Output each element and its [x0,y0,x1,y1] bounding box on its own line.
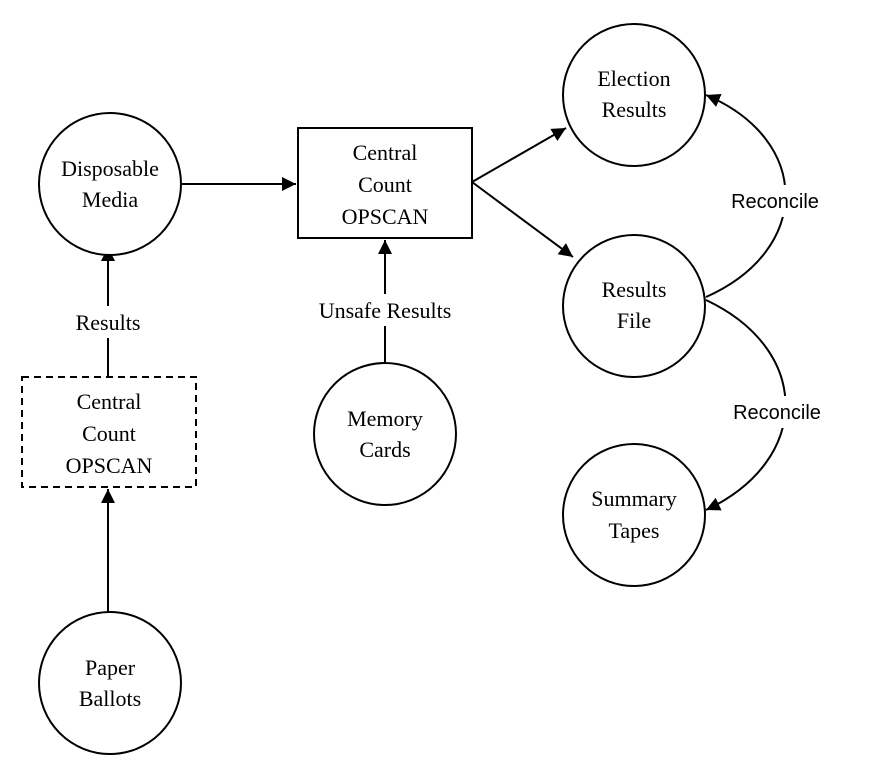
reconcile-top-edge-label: Reconcile [731,191,819,213]
results-file-line1: Results [602,277,667,302]
paper-ballots-line2: Ballots [79,686,141,711]
results-label-bg [66,306,152,338]
reconcile-top-label-bg [718,185,832,217]
summary-tapes-line1: Summary [591,486,677,511]
central-main-line2: Count [358,172,412,197]
edge-central-to-results-file [471,181,574,258]
summary-tapes-line2: Tapes [609,518,660,543]
results-file-line2: File [617,308,651,333]
unsafe-results-edge-label: Unsafe Results [319,298,452,323]
central-dashed-line1: Central [77,389,142,414]
node-disposable-media: Disposable Media [38,112,182,256]
central-main-line1: Central [353,140,418,165]
edge-central-to-election [471,127,567,183]
node-paper-ballots: Paper Ballots [38,611,182,755]
node-memory-cards: Memory Cards [313,362,457,506]
results-edge-label: Results [76,310,141,335]
memory-cards-line2: Cards [359,437,410,462]
reconcile-bottom-label-bg [720,396,834,428]
election-results-line2: Results [602,97,667,122]
paper-ballots-line1: Paper [85,655,136,680]
reconcile-bottom-edge-label: Reconcile [733,402,821,424]
unsafe-results-label-bg [302,294,468,326]
central-main-line3: OPSCAN [342,204,429,229]
node-election-results: Election Results [562,23,706,167]
central-dashed-line2: Count [82,421,136,446]
disposable-media-line1: Disposable [61,156,159,181]
disposable-media-line2: Media [82,187,138,212]
memory-cards-line1: Memory [347,406,423,431]
node-results-file: Results File [562,234,706,378]
node-summary-tapes: Summary Tapes [562,443,706,587]
node-central-count-opscan-dashed: Central Count OPSCAN [21,376,197,488]
node-central-count-opscan-main: Central Count OPSCAN [297,127,473,239]
election-results-line1: Election [597,66,670,91]
central-dashed-line3: OPSCAN [66,453,153,478]
